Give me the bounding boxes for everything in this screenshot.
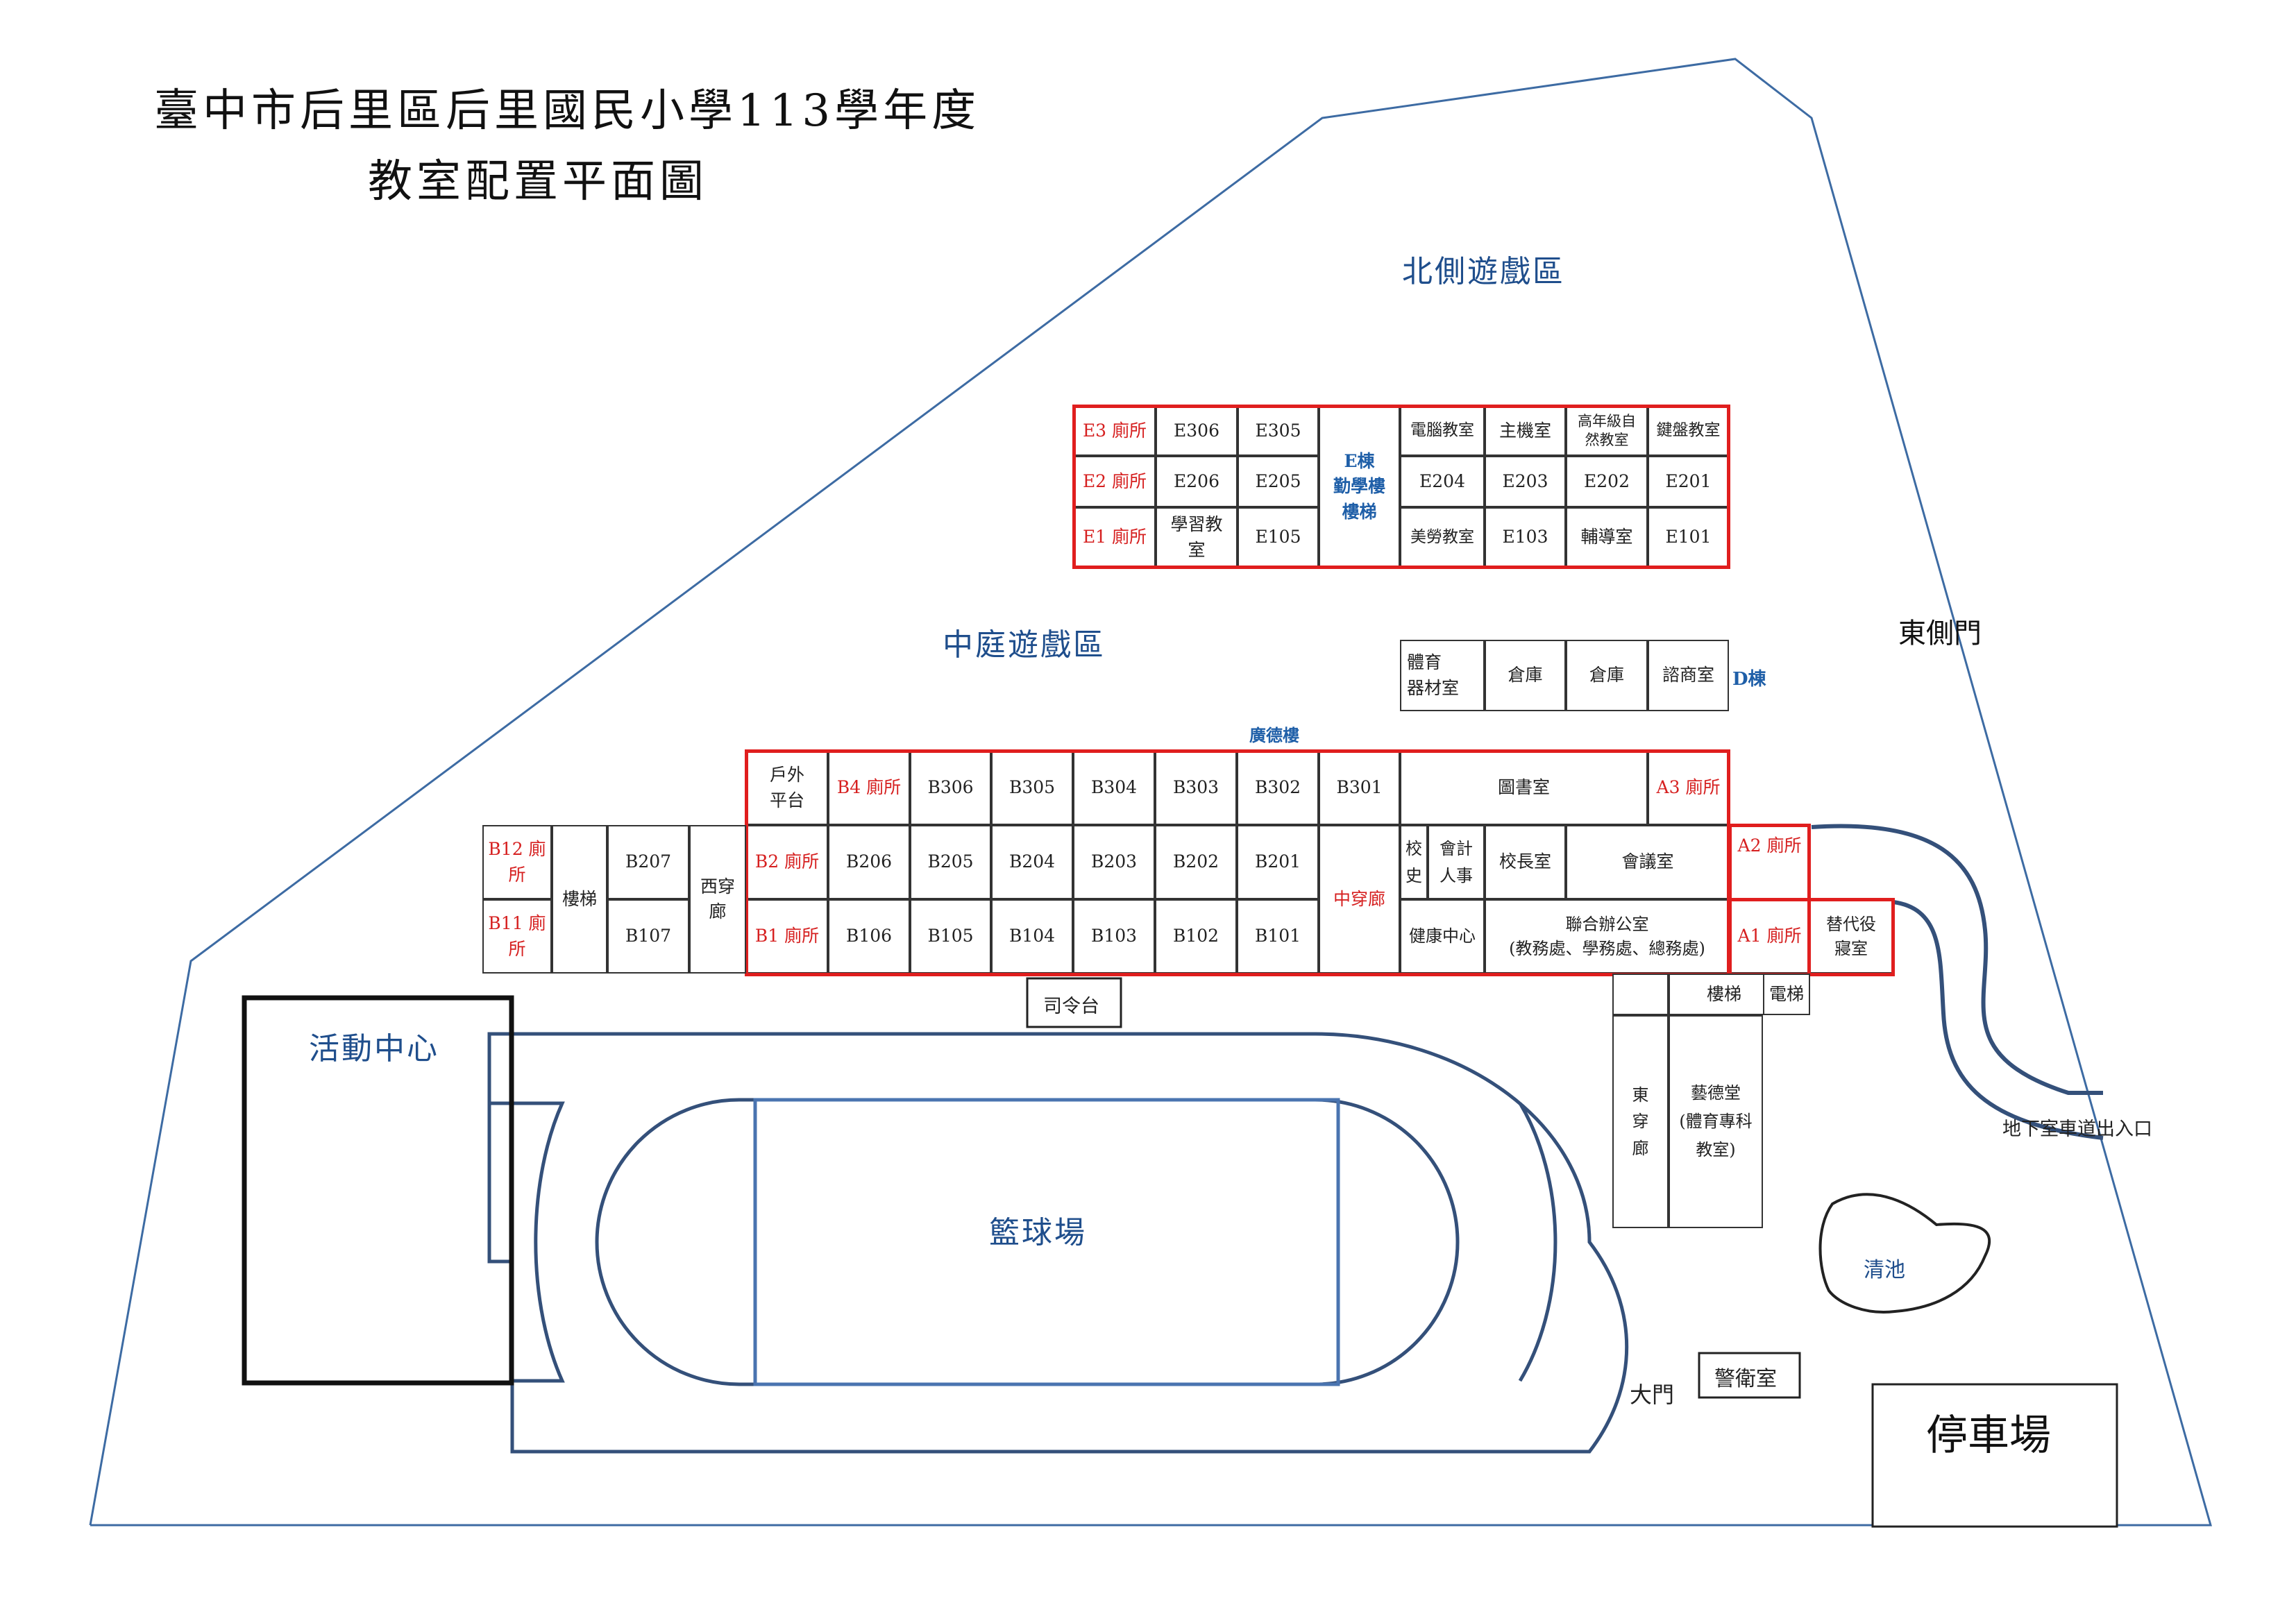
room-e3-toilet: E3 廁所 [1074,406,1156,456]
room-e1-toilet: E1 廁所 [1074,507,1156,568]
north-play-area-label: 北側遊戲區 [1402,254,1565,289]
room-b302: B302 [1237,751,1319,825]
room-science-classroom: 高年級自 然教室 [1566,406,1648,456]
guard-room-box [1698,1352,1801,1399]
room-school-history: 校 史 [1400,825,1428,899]
room-storage-2: 倉庫 [1566,640,1648,711]
room-storage-1: 倉庫 [1485,640,1566,711]
map-title: 臺中市后里區后里國民小學113學年度 [154,85,981,137]
parking-lot-label: 停車場 [1926,1411,2051,1460]
building-guangde-label: 廣德樓 [1249,725,1299,745]
room-b106: B106 [828,899,910,974]
room-b107: B107 [607,899,689,974]
room-yide-hall: 藝德堂 (體育專科 教室) [1669,1015,1763,1228]
room-a1-toilet: A1 廁所 [1730,899,1809,974]
running-track-band [487,1034,565,1383]
room-b4-toilet: B4 廁所 [828,751,910,825]
room-joint-office: 聯合辦公室 (教務處、學務處、總務處) [1485,899,1730,974]
room-server-room: 主機室 [1485,406,1566,456]
room-b11-toilet: B11 廁 所 [482,899,552,974]
east-elevator: 電梯 [1763,974,1810,1015]
room-e203: E203 [1485,456,1566,507]
building-d-label: D棟 [1732,669,1766,690]
room-b306: B306 [910,751,991,825]
room-b304: B304 [1073,751,1155,825]
room-e2-toilet: E2 廁所 [1074,456,1156,507]
command-stage-box [1026,977,1122,1028]
activity-center-building [242,995,514,1386]
room-b204: B204 [991,825,1073,899]
map-subtitle: 教室配置平面圖 [368,156,708,207]
pond-label: 清池 [1864,1258,1905,1282]
site-boundary [89,58,2212,1527]
activity-center-label: 活動中心 [309,1031,439,1067]
basement-driveway-south [1893,900,2104,1140]
room-b12-toilet: B12 廁 所 [482,825,552,899]
room-b2-toilet: B2 廁所 [746,825,828,899]
basketball-court [753,1098,1340,1386]
room-b203: B203 [1073,825,1155,899]
room-b303: B303 [1155,751,1237,825]
room-meeting-room: 會議室 [1566,825,1730,899]
west-stairs: 樓梯 [552,825,607,974]
room-alternative-service-dorm: 替代役 寢室 [1809,899,1893,974]
room-consultation: 諮商室 [1648,640,1729,711]
room-b301: B301 [1319,751,1400,825]
room-b1-toilet: B1 廁所 [746,899,828,974]
room-e103: E103 [1485,507,1566,568]
room-e205: E205 [1238,456,1319,507]
command-stage-label: 司令台 [1043,996,1099,1017]
room-e201: E201 [1648,456,1729,507]
room-b205: B205 [910,825,991,899]
room-b206: B206 [828,825,910,899]
room-sports-equipment: 體育 器材室 [1400,640,1485,711]
courtyard-play-area-label: 中庭遊戲區 [943,627,1106,663]
room-accounting-personnel: 會計 人事 [1428,825,1485,899]
room-b104: B104 [991,899,1073,974]
east-gate-label: 東側門 [1898,618,1982,649]
room-b105: B105 [910,899,991,974]
room-e305: E305 [1238,406,1319,456]
room-b207: B207 [607,825,689,899]
room-b103: B103 [1073,899,1155,974]
room-b202: B202 [1155,825,1237,899]
room-b201: B201 [1237,825,1319,899]
room-a2-toilet: A2 廁所 [1730,825,1809,899]
pond-outline [1818,1193,1991,1314]
running-track-outer [487,1032,1629,1454]
basketball-court-label: 籃球場 [989,1215,1087,1250]
east-corridor: 東 穿 廊 [1612,1015,1669,1228]
basement-driveway-north [1811,824,2103,1095]
room-b305: B305 [991,751,1073,825]
room-e306: E306 [1156,406,1238,456]
basement-entrance-label: 地下室車道出入口 [2002,1119,2152,1140]
room-principal-office: 校長室 [1485,825,1566,899]
room-art-classroom: 美勞教室 [1400,507,1485,568]
room-health-center: 健康中心 [1400,899,1485,974]
room-e202: E202 [1566,456,1648,507]
room-e206: E206 [1156,456,1238,507]
guard-room-label: 警衛室 [1714,1367,1777,1391]
room-a3-toilet: A3 廁所 [1648,751,1729,825]
room-keyboard-classroom: 鍵盤教室 [1648,406,1729,456]
room-e105: E105 [1238,507,1319,568]
room-e204: E204 [1400,456,1485,507]
room-computer-classroom: 電腦教室 [1400,406,1485,456]
east-block-gap [1612,974,1669,1015]
room-b101: B101 [1237,899,1319,974]
east-stairs: 樓梯 [1669,974,1780,1015]
room-b102: B102 [1155,899,1237,974]
building-e-stairs: E棟 勤學樓 樓梯 [1319,406,1400,568]
room-outdoor-platform: 戶外 平台 [746,751,828,825]
room-counseling-office: 輔導室 [1566,507,1648,568]
running-track-band-east [1518,1102,1558,1382]
parking-lot [1871,1383,2118,1528]
room-learning-classroom: 學習教 室 [1156,507,1238,568]
room-e101: E101 [1648,507,1729,568]
room-library: 圖書室 [1400,751,1648,825]
center-corridor: 中穿廊 [1319,825,1400,974]
west-corridor: 西穿 廊 [689,825,746,974]
main-gate-label: 大門 [1630,1382,1675,1408]
